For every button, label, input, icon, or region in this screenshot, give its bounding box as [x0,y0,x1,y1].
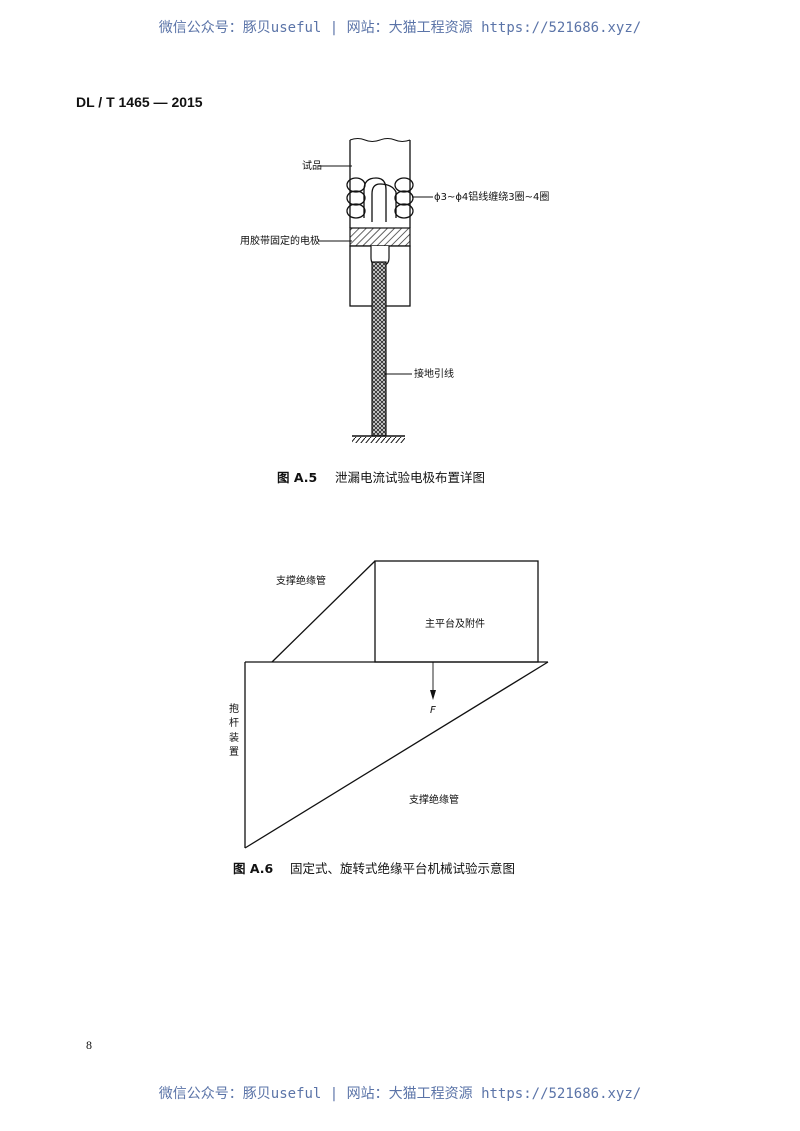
label-clamp-char-1: 抱 [229,702,239,715]
label-winding: ϕ3~ϕ4铝线缠绕3圈~4圈 [434,190,549,203]
label-support-tube-top: 支撑绝缘管 [276,574,326,587]
figure-a6-diagram [244,560,549,849]
caption-a6-title: 固定式、旋转式绝缘平台机械试验示意图 [290,861,515,876]
standard-code: DL / T 1465 — 2015 [76,94,203,110]
caption-a5-title: 泄漏电流试验电极布置详图 [335,470,485,485]
watermark-bottom: 微信公众号：豚贝useful | 网站：大猫工程资源 https://52168… [158,1086,642,1102]
caption-a6-number: 图 A.6 [233,861,274,876]
label-specimen: 试品 [302,159,322,172]
label-force: F [430,705,436,716]
label-clamp-char-3: 装 [229,731,239,744]
label-ground-lead: 接地引线 [414,367,454,380]
label-support-tube-bottom: 支撑绝缘管 [409,793,459,806]
label-main-platform: 主平台及附件 [425,617,485,630]
figure-a5-diagram [318,138,433,443]
label-clamp-char-2: 杆 [229,717,239,729]
watermark-top: 微信公众号：豚贝useful | 网站：大猫工程资源 https://52168… [158,20,642,36]
caption-a5-number: 图 A.5 [277,470,317,485]
label-clamp-char-4: 置 [229,746,239,758]
label-electrode: 用胶带固定的电极 [240,234,320,247]
page-number: 8 [86,1038,92,1052]
